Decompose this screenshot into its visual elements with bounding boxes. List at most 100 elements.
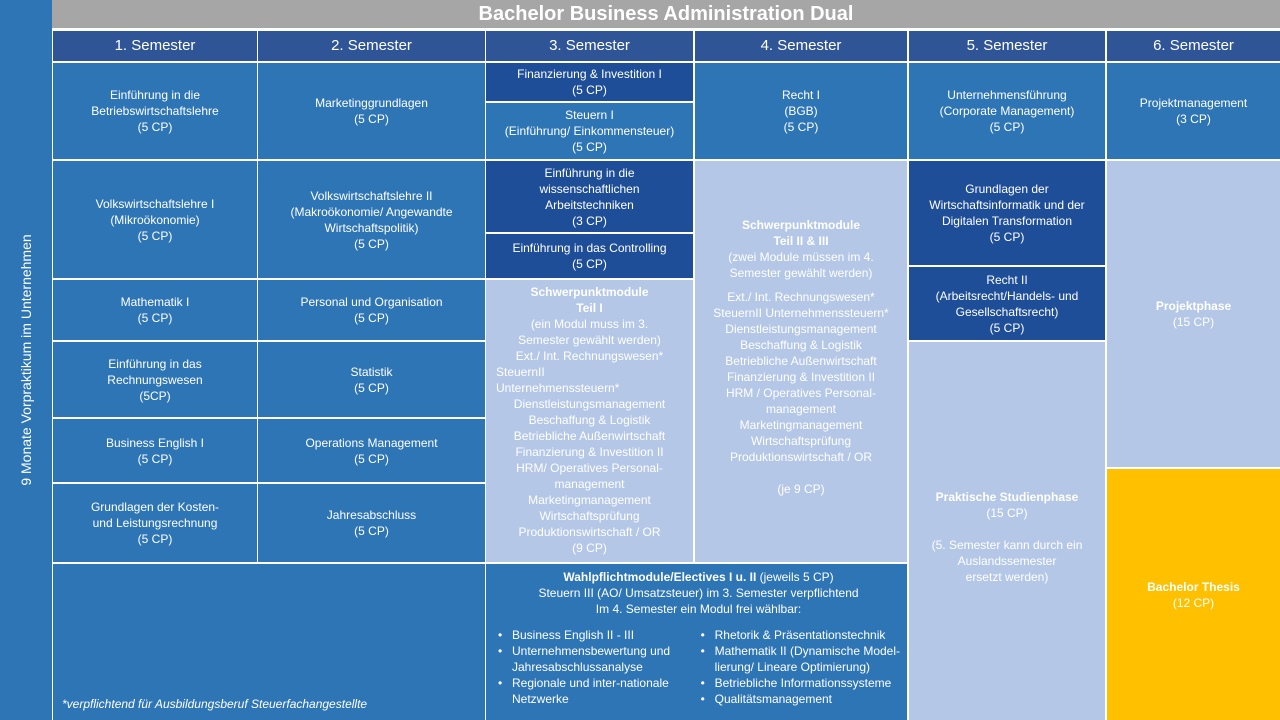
focus-item: Ext./ Int. Rechnungswesen*	[727, 290, 875, 304]
focus-desc: (ein Modul muss im 3.	[530, 317, 649, 331]
module-line: Volkswirtschaftslehre II	[310, 188, 433, 203]
module-line: Einführung in das Controlling	[512, 241, 667, 255]
focus-title: Teil I	[576, 301, 603, 315]
elective-item: Qualitätsmanagement	[701, 691, 903, 707]
electives-lists: Business English II - III Unternehmensbe…	[494, 627, 903, 707]
elective-item: Regionale und inter-nationale Netzwerke	[498, 675, 687, 707]
module-praktische-studienphase: Praktische Studienphase (15 CP) (5. Seme…	[909, 342, 1105, 720]
electives-title-cp: (jeweils 5 CP)	[756, 570, 834, 584]
module-rechnungswesen: Einführung in das Rechnungswesen (5CP)	[53, 342, 257, 417]
semester-header-2: 2. Semester	[258, 31, 485, 61]
electives-list-left: Business English II - III Unternehmensbe…	[494, 627, 687, 707]
elective-item: Business English II - III	[498, 627, 687, 643]
module-line: Einführung in die	[109, 88, 201, 102]
elective-item: Unternehmensbewertung und Jahresabschlus…	[498, 643, 687, 675]
module-statistik: Statistik (5 CP)	[258, 342, 485, 417]
module-line: (Mikroökonomie)	[110, 212, 200, 227]
focus-cp: (je 9 CP)	[777, 482, 825, 496]
semester-header-4: 4. Semester	[695, 31, 907, 61]
module-operations-management: Operations Management (5 CP)	[258, 419, 485, 482]
module-line: Mathematik I	[120, 295, 190, 309]
module-projektmanagement: Projektmanagement (3 CP)	[1107, 63, 1280, 159]
semester-header-1: 1. Semester	[53, 31, 257, 61]
module-cp: (5 CP)	[989, 320, 1025, 335]
focus-item: SteuernII Unternehmenssteuern*	[713, 306, 889, 320]
focus-item: Wirtschaftsprüfung	[539, 509, 640, 523]
praxis-title: Praktische Studienphase	[935, 490, 1079, 504]
focus-item: Ext./ Int. Rechnungswesen*	[515, 349, 664, 363]
module-line: (Einführung/ Einkommensteuer)	[504, 124, 675, 138]
module-cp: (5 CP)	[572, 140, 607, 154]
module-cp: (5 CP)	[354, 380, 389, 395]
module-cp: (3 CP)	[1176, 112, 1211, 126]
focus-desc: (zwei Module müssen im 4.	[728, 250, 874, 264]
module-cp: (5 CP)	[137, 451, 173, 466]
focus-title: Teil II & III	[773, 234, 829, 248]
module-line: (BGB)	[784, 104, 818, 118]
focus-item: management	[554, 477, 625, 491]
module-vwl-1: Volkswirtschaftslehre I (Mikroökonomie) …	[53, 161, 257, 278]
module-line: Statistik	[350, 364, 393, 379]
module-cp: (5 CP)	[989, 120, 1025, 134]
module-wirtschaftsinformatik: Grundlagen der Wirtschaftsinformatik und…	[909, 161, 1105, 265]
module-cp: (5 CP)	[354, 311, 389, 325]
focus-item: Finanzierung & Investition II	[726, 370, 876, 384]
footnote: *verpflichtend für Ausbildungsberuf Steu…	[62, 697, 368, 711]
electives-line-2: Steuern III (AO/ Umsatzsteuer) im 3. Sem…	[538, 586, 859, 600]
module-cp: (5 CP)	[783, 120, 819, 134]
electives-line-3: Im 4. Semester ein Modul frei wählbar:	[595, 602, 802, 616]
focus-item: Betriebliche Außenwirtschaft	[513, 429, 666, 443]
module-line: Jahresabschluss	[326, 508, 417, 522]
module-vwl-2: Volkswirtschaftslehre II (Makroökonomie/…	[258, 161, 485, 278]
page-title: Bachelor Business Administration Dual	[52, 0, 1280, 28]
elective-item: Mathematik II (Dynamische Model-lierung/…	[701, 643, 903, 675]
focus-desc: Semester gewählt werden)	[518, 333, 661, 347]
module-line: Wirtschaftspolitik)	[324, 220, 419, 235]
module-business-english-1: Business English I (5 CP)	[53, 419, 257, 482]
module-cp: (5 CP)	[354, 524, 389, 538]
focus-item: Marketingmanagement	[739, 418, 863, 432]
module-marketinggrundlagen: Marketinggrundlagen (5 CP)	[258, 63, 485, 159]
module-line: Unternehmensführung	[947, 88, 1067, 102]
module-line: Arbeitstechniken	[545, 197, 634, 212]
focus-item: HRM/ Operatives Personal-	[516, 461, 663, 475]
module-wiss-arbeitstechniken: Einführung in die wissenschaftlichen Arb…	[486, 161, 693, 232]
praxis-desc: ersetzt werden)	[965, 570, 1049, 584]
focus-item: Produktionswirtschaft / OR	[518, 525, 661, 539]
focus-item: Beschaffung & Logistik	[740, 338, 862, 352]
focus-item: Dienstleistungsmanagement	[725, 322, 877, 336]
focus-item: management	[765, 402, 837, 416]
module-line: Einführung in das	[108, 356, 202, 371]
focus-item: SteuernII	[496, 365, 545, 379]
module-finanzierung-1: Finanzierung & Investition I (5 CP)	[486, 63, 693, 101]
focus-item: HRM / Operatives Personal-	[725, 386, 877, 400]
module-line: Grundlagen der Kosten-	[90, 500, 220, 514]
module-line: Projektmanagement	[1139, 96, 1248, 110]
electives-block: Wahlpflichtmodule/Electives I u. II (jew…	[486, 564, 907, 720]
praxis-desc: Auslandssemester	[957, 554, 1057, 568]
module-line: Einführung in die	[544, 165, 635, 180]
module-cp: (5 CP)	[354, 112, 389, 126]
focus-item: Dienstleistungsmanagement	[513, 397, 666, 411]
focus-item: Produktionswirtschaft / OR	[729, 450, 873, 464]
sidebar-text: 9 Monate Vorpraktikum im Unternehmen	[18, 234, 34, 486]
electives-title-line: Wahlpflichtmodule/Electives I u. II (jew…	[494, 569, 903, 585]
module-line: (Arbeitsrecht/Handels- und	[935, 288, 1079, 303]
projekt-cp: (15 CP)	[1172, 315, 1215, 329]
bottom-block-left	[53, 564, 485, 720]
focus-cp: (9 CP)	[572, 541, 607, 555]
module-cp: (3 CP)	[572, 213, 607, 228]
module-schwerpunkt-1: Schwerpunktmodule Teil I (ein Modul muss…	[486, 280, 693, 562]
module-line: Wirtschaftsinformatik und der	[929, 198, 1085, 212]
semester-header-3: 3. Semester	[486, 31, 693, 61]
module-cp: (5 CP)	[572, 257, 607, 271]
module-cp: (5 CP)	[137, 311, 173, 325]
module-cp: (5 CP)	[137, 120, 173, 134]
focus-item: Finanzierung & Investition II	[515, 445, 664, 459]
module-kostenrechnung: Grundlagen der Kosten- und Leistungsrech…	[53, 484, 257, 562]
module-cp: (5 CP)	[572, 83, 607, 97]
thesis-title: Bachelor Thesis	[1147, 579, 1240, 594]
module-line: Digitalen Transformation	[941, 214, 1073, 228]
module-unternehmensfuehrung: Unternehmensführung (Corporate Managemen…	[909, 63, 1105, 159]
module-line: und Leistungsrechnung	[92, 516, 218, 530]
